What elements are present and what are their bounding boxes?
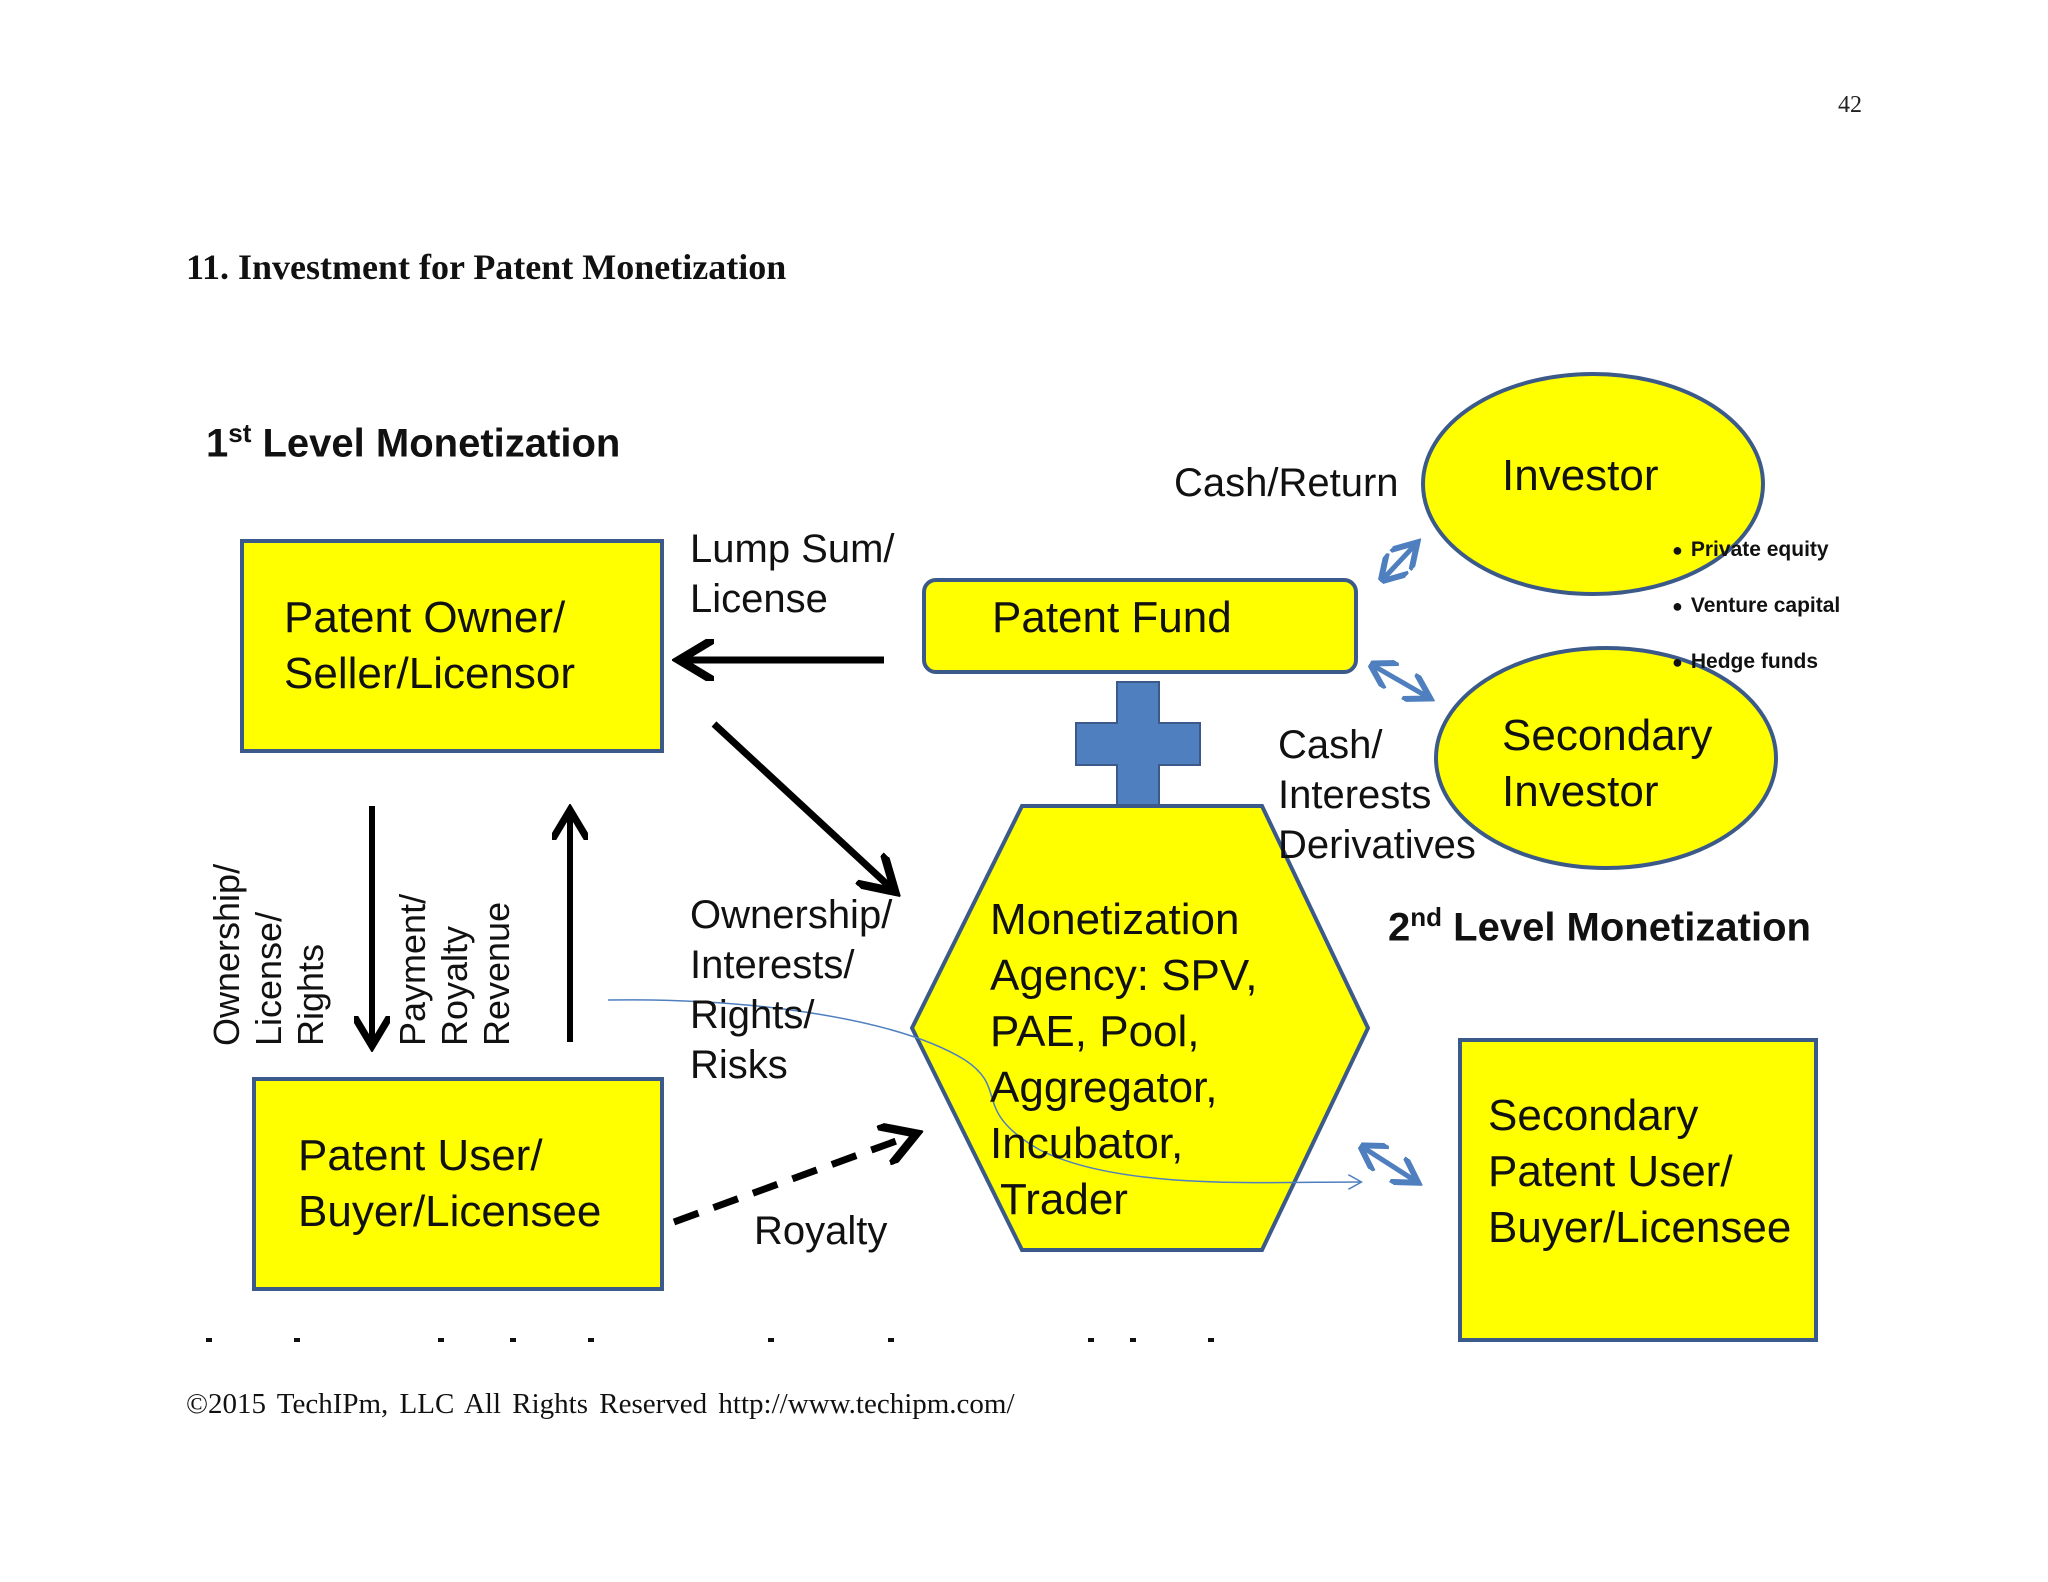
cash-interests-label: Cash/ Interests Derivatives bbox=[1278, 720, 1476, 870]
cut-off-marks bbox=[206, 1338, 1214, 1342]
vertical-left-line3: Rights bbox=[290, 864, 332, 1046]
agency-line1: Monetization bbox=[990, 892, 1257, 948]
investor-type-3: Hedge funds bbox=[1672, 650, 1818, 674]
plus-icon bbox=[1076, 682, 1200, 806]
patent-user-line1: Patent User/ bbox=[298, 1128, 601, 1184]
patent-fund-label: Patent Fund bbox=[992, 590, 1232, 646]
agency-line2: Agency: SPV, bbox=[990, 948, 1257, 1004]
secondary-investor-line1: Secondary bbox=[1502, 708, 1712, 764]
fund-investor-arrow bbox=[1384, 546, 1414, 578]
investor-label: Investor bbox=[1502, 448, 1659, 504]
cash-interests-line1: Cash/ bbox=[1278, 720, 1476, 770]
level1-text: Level Monetization bbox=[263, 421, 621, 465]
secondary-user-line2: Patent User/ bbox=[1488, 1144, 1791, 1200]
level1-number: 1 bbox=[206, 421, 228, 465]
fund-secondary-investor-arrow bbox=[1374, 666, 1426, 696]
copyright-footer: ©2015 TechIPm, LLC All Rights Reserved h… bbox=[186, 1388, 1015, 1421]
lump-sum-line2: License bbox=[690, 574, 895, 624]
investor-type-1: Private equity bbox=[1672, 538, 1829, 562]
level2-sup: nd bbox=[1410, 902, 1442, 932]
secondary-user-label: Secondary Patent User/ Buyer/Licensee bbox=[1488, 1088, 1791, 1256]
patent-owner-label: Patent Owner/ Seller/Licensor bbox=[284, 590, 575, 702]
level1-title: 1st Level Monetization bbox=[206, 418, 620, 466]
agency-label: Monetization Agency: SPV, PAE, Pool, Agg… bbox=[990, 892, 1257, 1228]
vertical-right-line3: Revenue bbox=[476, 894, 518, 1046]
agency-secondary-user-arrow bbox=[1364, 1148, 1414, 1180]
ownership-rights-line2: Interests/ bbox=[690, 940, 892, 990]
cash-return-label: Cash/Return bbox=[1174, 458, 1399, 508]
cash-interests-line2: Interests bbox=[1278, 770, 1476, 820]
level1-sup: st bbox=[228, 418, 251, 448]
patent-owner-line2: Seller/Licensor bbox=[284, 646, 575, 702]
vertical-left-line2: License/ bbox=[248, 864, 290, 1046]
agency-line4: Aggregator, bbox=[990, 1060, 1257, 1116]
agency-line5: Incubator, bbox=[990, 1116, 1257, 1172]
lump-sum-label: Lump Sum/ License bbox=[690, 524, 895, 624]
patent-owner-line1: Patent Owner/ bbox=[284, 590, 575, 646]
vertical-left-label: Ownership/ License/ Rights bbox=[206, 864, 332, 1046]
vertical-left-line1: Ownership/ bbox=[206, 864, 248, 1046]
ownership-rights-line3: Rights/ bbox=[690, 990, 892, 1040]
ownership-rights-label: Ownership/ Interests/ Rights/ Risks bbox=[690, 890, 892, 1090]
ownership-rights-line1: Ownership/ bbox=[690, 890, 892, 940]
level2-number: 2 bbox=[1388, 905, 1410, 949]
vertical-right-line2: Royalty bbox=[434, 894, 476, 1046]
level2-title: 2nd Level Monetization bbox=[1388, 902, 1811, 950]
royalty-label: Royalty bbox=[754, 1206, 887, 1256]
agency-line6: Trader bbox=[1000, 1172, 1257, 1228]
vertical-right-label: Payment/ Royalty Revenue bbox=[392, 894, 518, 1046]
vertical-right-line1: Payment/ bbox=[392, 894, 434, 1046]
secondary-user-line3: Buyer/Licensee bbox=[1488, 1200, 1791, 1256]
patent-user-line2: Buyer/Licensee bbox=[298, 1184, 601, 1240]
secondary-investor-line2: Investor bbox=[1502, 764, 1712, 820]
secondary-investor-label: Secondary Investor bbox=[1502, 708, 1712, 820]
secondary-user-line1: Secondary bbox=[1488, 1088, 1791, 1144]
ownership-diagonal-arrow bbox=[714, 724, 890, 887]
patent-user-label: Patent User/ Buyer/Licensee bbox=[298, 1128, 601, 1240]
agency-line3: PAE, Pool, bbox=[990, 1004, 1257, 1060]
investor-type-2: Venture capital bbox=[1672, 594, 1840, 618]
lump-sum-line1: Lump Sum/ bbox=[690, 524, 895, 574]
ownership-rights-line4: Risks bbox=[690, 1040, 892, 1090]
level2-text: Level Monetization bbox=[1453, 905, 1811, 949]
cash-interests-line3: Derivatives bbox=[1278, 820, 1476, 870]
